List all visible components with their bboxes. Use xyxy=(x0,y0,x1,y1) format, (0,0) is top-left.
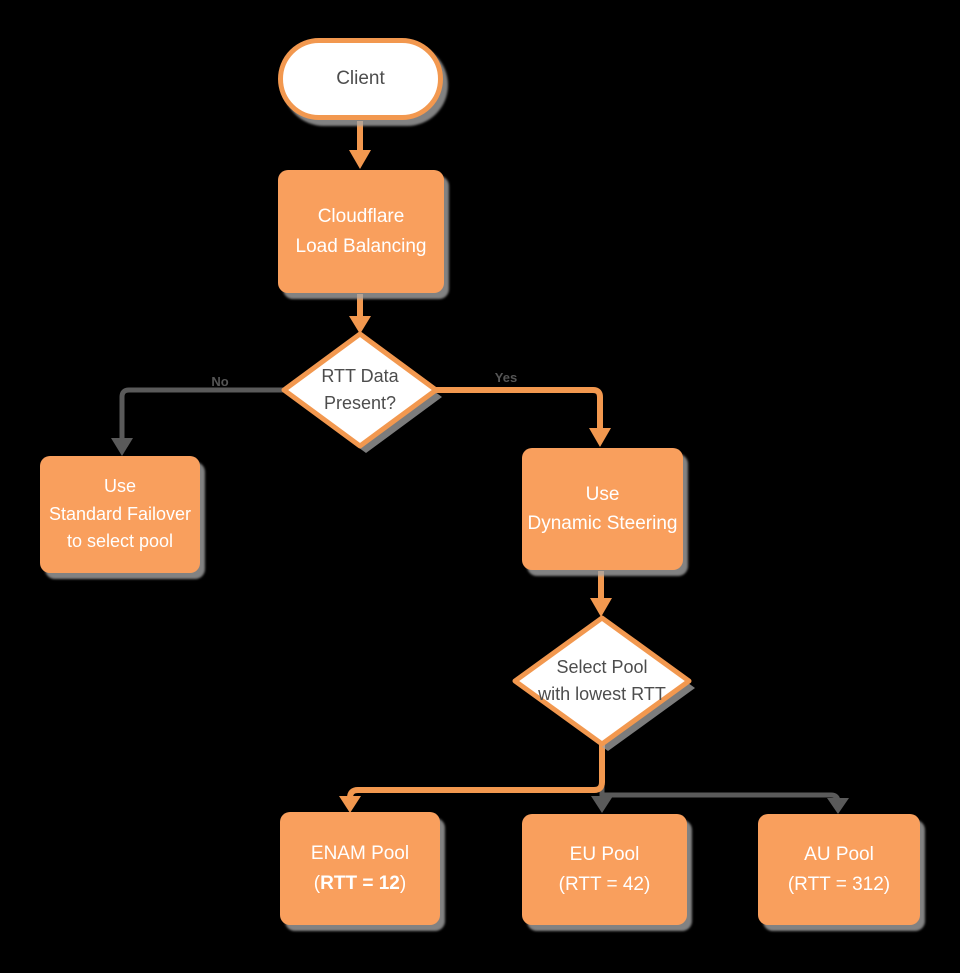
rtt-decision-line2: Present? xyxy=(323,393,397,413)
rtt-diamond-shape xyxy=(281,331,439,449)
arrowhead-selectpool xyxy=(590,598,612,617)
enam-paren-close: ) xyxy=(399,872,407,894)
node-au-pool: AU Pool (RTT = 312) xyxy=(758,814,920,925)
enam-pool-line1: ENAM Pool xyxy=(310,843,410,865)
edge-label-yes: Yes xyxy=(494,370,518,385)
enam-rtt-value: RTT = 12 xyxy=(320,872,400,894)
eu-pool-line1: EU Pool xyxy=(569,844,640,866)
arrowhead-enam xyxy=(339,796,361,813)
node-eu-pool: EU Pool (RTT = 42) xyxy=(522,814,687,925)
load-balancer-line2: Load Balancing xyxy=(295,235,427,257)
edge-lb-to-rtt xyxy=(349,294,371,334)
rtt-decision-label: RTT Data Present? xyxy=(285,363,435,417)
selectpool-diamond-shape xyxy=(512,615,692,747)
node-client-label: Client xyxy=(336,68,385,89)
node-dynamic-steering: Use Dynamic Steering xyxy=(522,448,683,570)
decision-rtt-data-present xyxy=(281,331,442,453)
edge-selectpool-to-enam xyxy=(339,744,605,813)
standard-failover-line1: Use xyxy=(103,475,136,496)
standard-failover-line3: to select pool xyxy=(66,531,174,552)
dynamic-steering-line1: Use xyxy=(585,483,620,505)
edge-rtt-no xyxy=(111,387,286,456)
arrowhead-lb xyxy=(349,150,371,169)
node-load-balancer: Cloudflare Load Balancing xyxy=(278,170,444,293)
load-balancer-line1: Cloudflare xyxy=(317,206,405,228)
node-au-pool-label: AU Pool (RTT = 312) xyxy=(788,840,890,899)
node-standard-failover-label: Use Standard Failover to select pool xyxy=(49,473,191,557)
arrowhead-eu xyxy=(591,796,613,813)
node-load-balancer-label: Cloudflare Load Balancing xyxy=(296,202,427,261)
edge-client-to-lb xyxy=(349,121,371,169)
node-enam-pool: ENAM Pool (RTT = 12) xyxy=(280,812,440,925)
select-pool-label: Select Pool with lowest RTT xyxy=(512,654,692,708)
decision-select-pool xyxy=(512,615,695,751)
arrowhead-failover xyxy=(111,438,133,456)
node-client: Client xyxy=(278,38,443,120)
arrowhead-dynamic xyxy=(589,428,611,447)
select-pool-line1: Select Pool xyxy=(556,657,648,677)
enam-paren-open: ( xyxy=(313,872,321,894)
node-standard-failover: Use Standard Failover to select pool xyxy=(40,456,200,573)
node-eu-pool-label: EU Pool (RTT = 42) xyxy=(559,840,651,899)
au-pool-line1: AU Pool xyxy=(804,844,874,866)
node-dynamic-steering-label: Use Dynamic Steering xyxy=(528,480,678,539)
node-enam-pool-label: ENAM Pool (RTT = 12) xyxy=(311,839,409,898)
edge-selectpool-to-au xyxy=(602,792,849,814)
edge-dynamic-to-selectpool xyxy=(590,571,612,617)
edge-rtt-yes xyxy=(434,387,611,447)
enam-pool-line2: (RTT = 12) xyxy=(311,869,409,898)
select-pool-line2: with lowest RTT xyxy=(538,684,666,704)
edge-label-no: No xyxy=(211,374,229,389)
rtt-decision-line1: RTT Data xyxy=(321,366,399,386)
standard-failover-line2: Standard Failover xyxy=(48,503,192,524)
eu-pool-line2: (RTT = 42) xyxy=(558,873,651,895)
dynamic-steering-line2: Dynamic Steering xyxy=(527,513,678,534)
arrowhead-rtt xyxy=(349,316,371,334)
au-pool-line2: (RTT = 312) xyxy=(787,873,891,895)
arrowhead-au xyxy=(827,798,849,814)
